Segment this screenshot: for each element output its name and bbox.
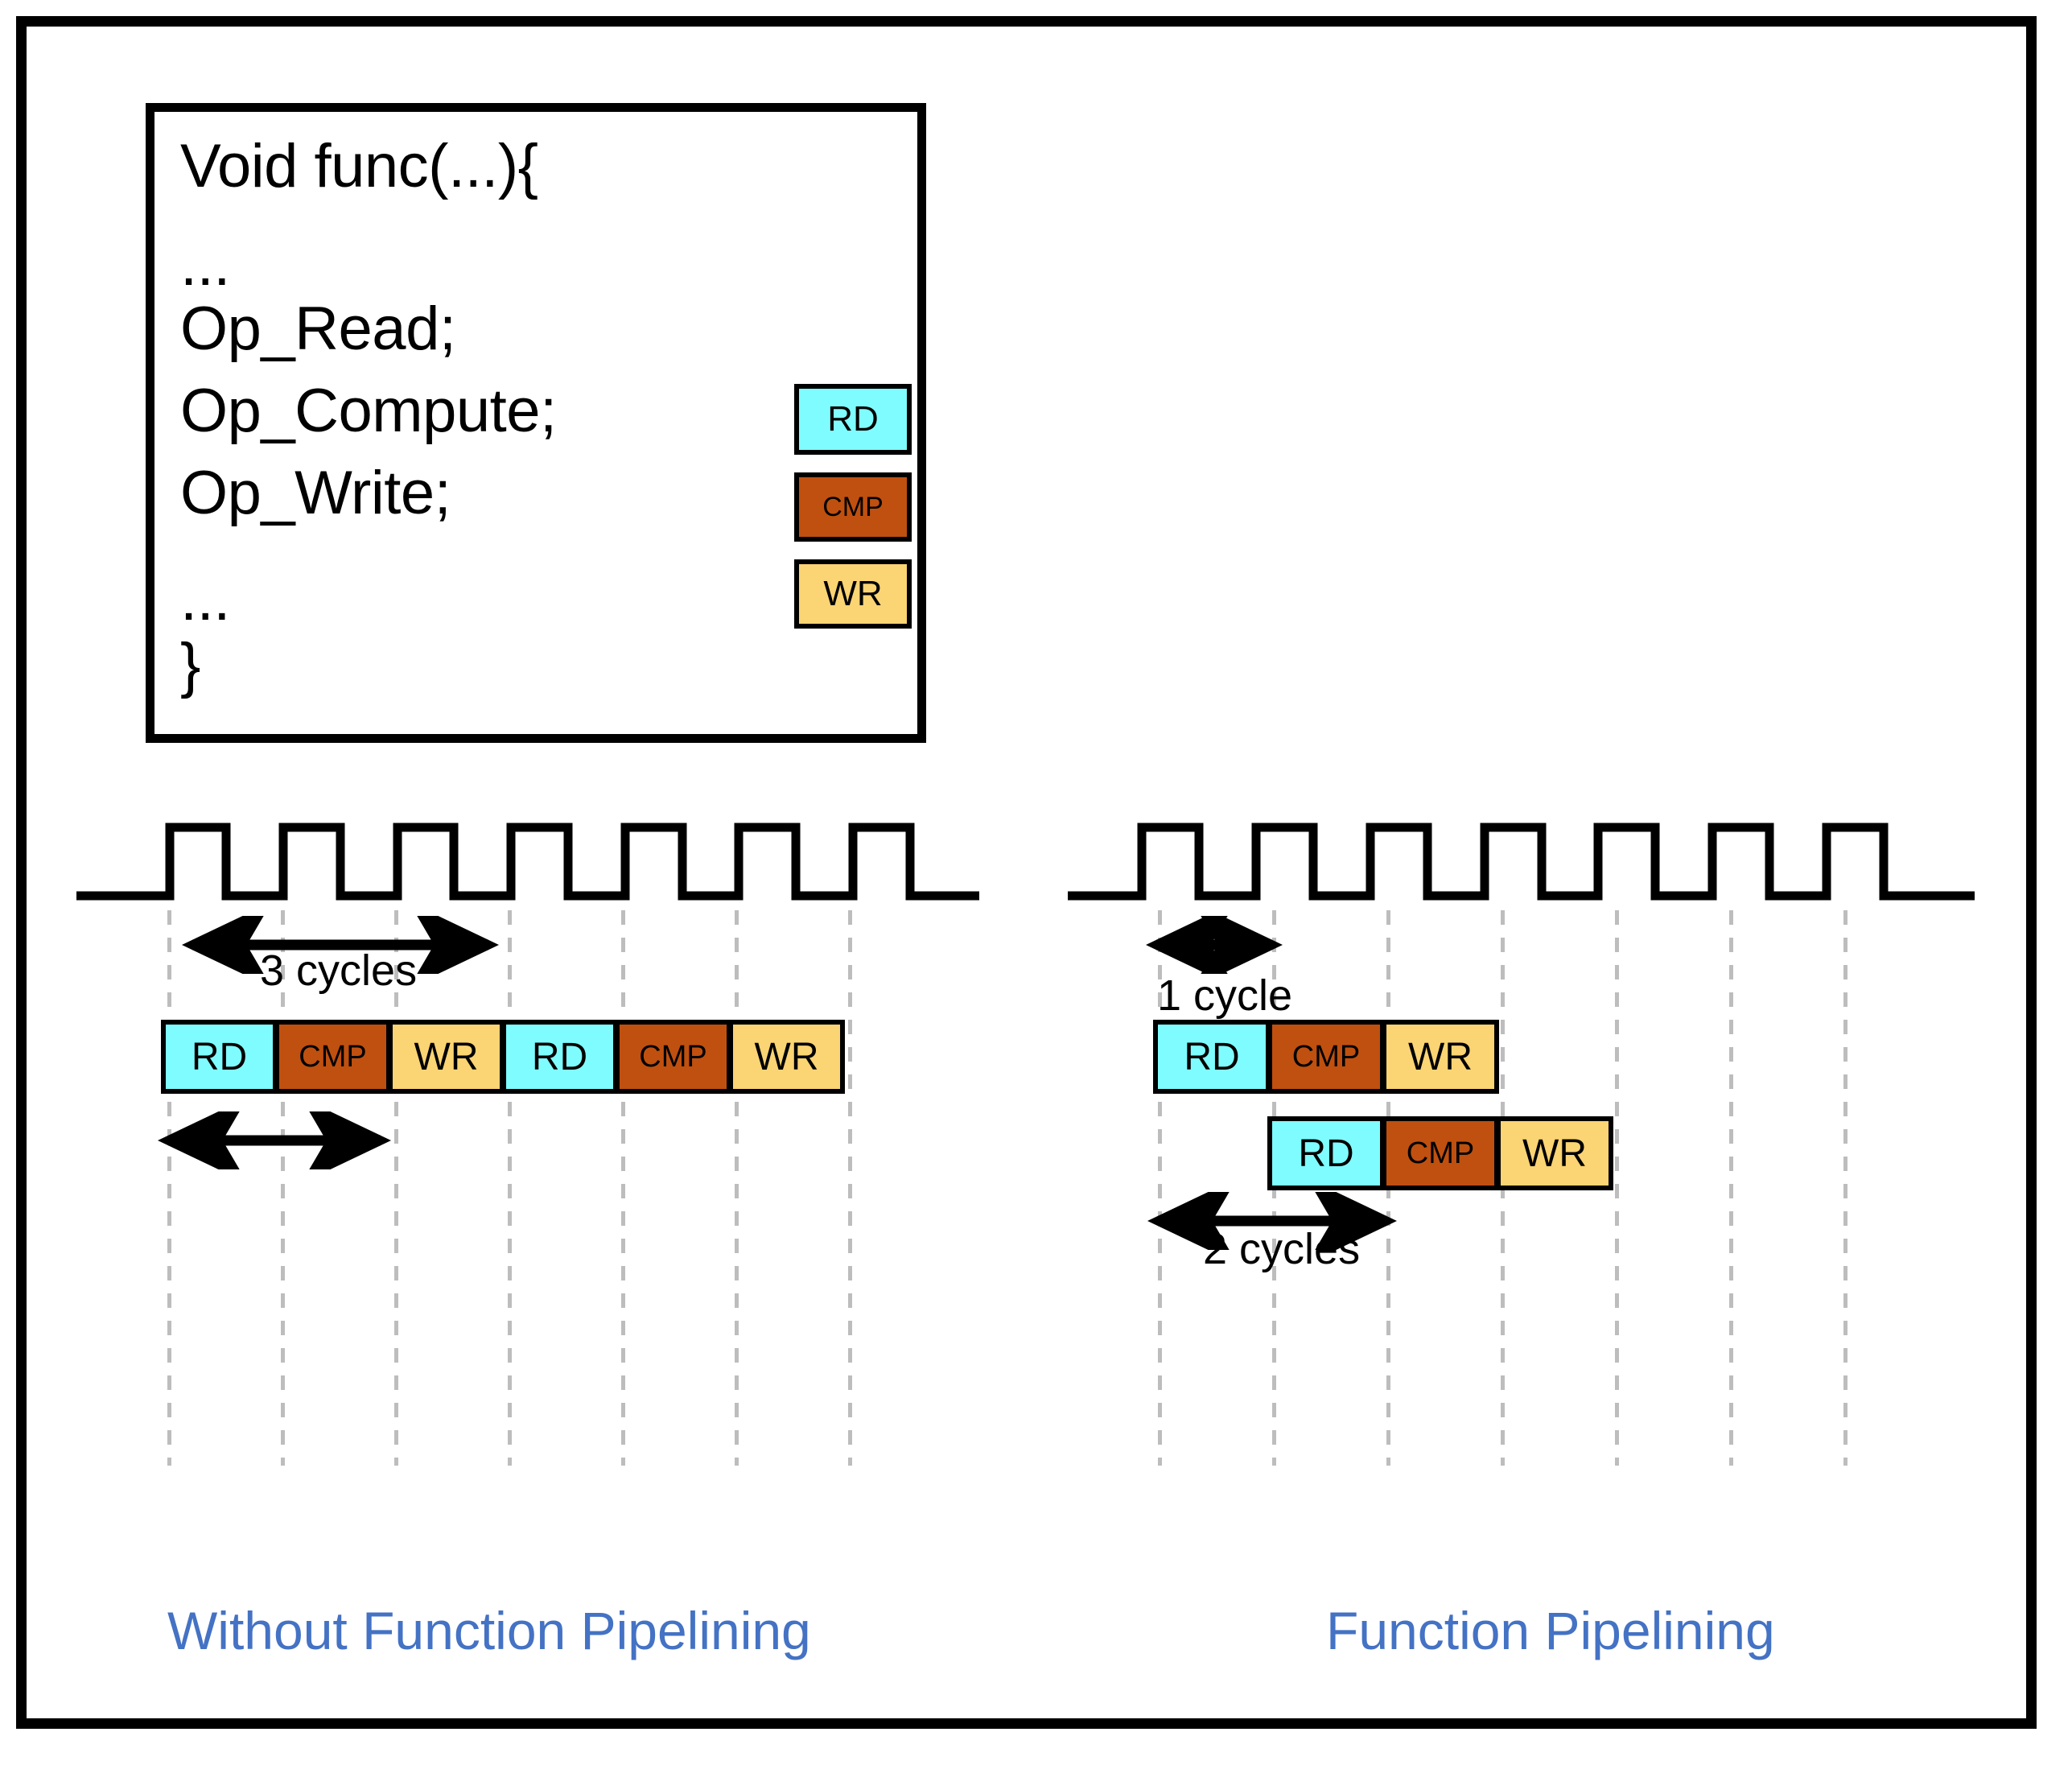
- gridline-left-3: [508, 910, 512, 1466]
- block-cmp-row2-right: CMP: [1382, 1116, 1499, 1190]
- code-line-2: Op_Read;: [180, 295, 456, 363]
- legend-swatch-write: WR: [794, 559, 912, 629]
- code-line-1: ...: [180, 230, 230, 299]
- gridline-left-2: [394, 910, 398, 1466]
- code-line-4: Op_Write;: [180, 459, 451, 527]
- block-wr-1-left: WR: [388, 1020, 505, 1094]
- block-wr-row2-right: WR: [1496, 1116, 1613, 1190]
- gridline-left-4: [621, 910, 625, 1466]
- gridline-left-6: [848, 910, 852, 1466]
- block-rd-row2-right: RD: [1267, 1116, 1385, 1190]
- block-cmp-1-left: CMP: [274, 1020, 391, 1094]
- gridline-left-1: [281, 910, 285, 1466]
- code-line-3: Op_Compute;: [180, 377, 557, 445]
- legend-swatch-read: RD: [794, 384, 912, 455]
- gridline-right-5: [1729, 910, 1733, 1466]
- block-cmp-2-left: CMP: [615, 1020, 731, 1094]
- interval-label-right: 2 cycles: [1203, 1225, 1361, 1273]
- code-line-0: Void func(...){: [180, 132, 538, 200]
- diagram-frame: Void func(...){ ... Op_Read; Op_Compute;…: [16, 16, 2037, 1729]
- gridline-left-5: [735, 910, 739, 1466]
- block-rd-row1-right: RD: [1153, 1020, 1271, 1094]
- clock-waveform-left: [73, 819, 982, 912]
- latency-label-right: 1 cycle: [1157, 971, 1293, 1020]
- code-line-5: ...: [180, 565, 230, 633]
- gridline-left-0: [167, 910, 171, 1466]
- legend-swatch-compute: CMP: [794, 472, 912, 542]
- gridline-right-6: [1843, 910, 1847, 1466]
- latency-arrow-left: [163, 916, 517, 974]
- block-wr-2-left: WR: [728, 1020, 845, 1094]
- gridline-right-4: [1615, 910, 1619, 1466]
- clock-waveform-right: [1065, 819, 1978, 912]
- gridline-right-0: [1158, 910, 1162, 1466]
- panel-title-function-pipelining: Function Pipelining: [1326, 1601, 1775, 1660]
- block-cmp-row1-right: CMP: [1267, 1020, 1385, 1094]
- latency-arrow-right: [1127, 916, 1328, 974]
- latency-label-left: 3 cycles: [260, 946, 418, 995]
- block-rd-2-left: RD: [501, 1020, 618, 1094]
- code-listing-box: Void func(...){ ... Op_Read; Op_Compute;…: [146, 103, 926, 743]
- interval-arrow-right: [1129, 1192, 1419, 1250]
- code-line-6: }: [180, 631, 200, 699]
- block-wr-row1-right: WR: [1382, 1020, 1499, 1094]
- interval-arrow-left: [139, 1111, 413, 1169]
- block-rd-1-left: RD: [161, 1020, 278, 1094]
- panel-title-without-pipelining: Without Function Pipelining: [167, 1601, 811, 1660]
